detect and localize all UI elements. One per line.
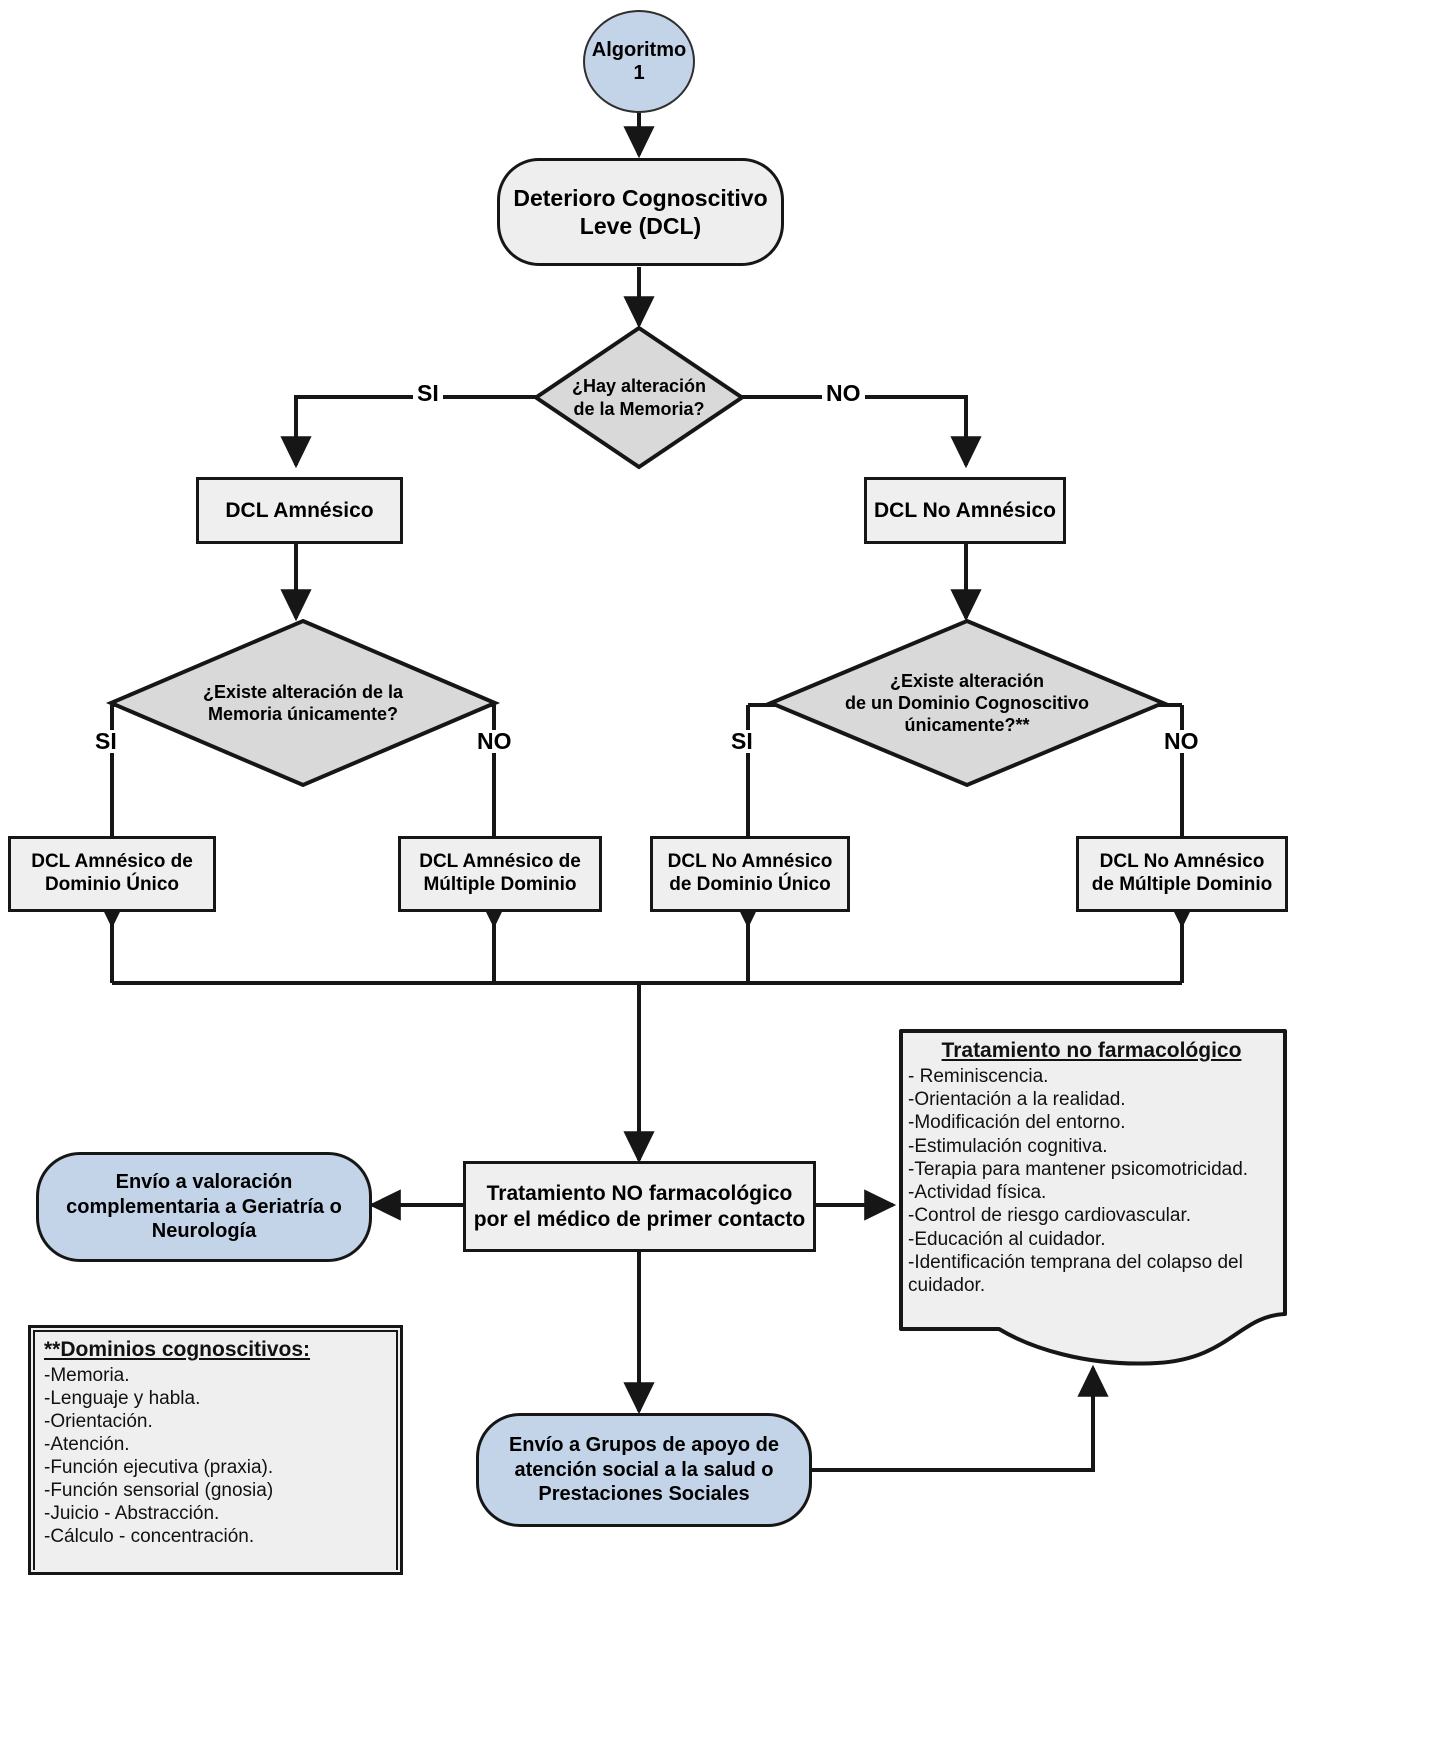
node-result-amnesico-multiple-dominio[interactable]: DCL Amnésico de Múltiple Dominio <box>398 836 602 912</box>
node-start-line2: 1 <box>633 61 645 84</box>
note-item: -Cálculo - concentración. <box>44 1526 255 1548</box>
note-item: -Orientación. <box>44 1410 153 1432</box>
note-title: Tratamiento no farmacológico <box>941 1039 1242 1062</box>
decision-one-domain-line1: ¿Existe alteración <box>889 670 1045 691</box>
result-4-line2: de Múltiple Dominio <box>1091 874 1273 895</box>
decision-memory-only-line1: ¿Existe alteración de la <box>202 681 404 702</box>
result-3-line1: DCL No Amnésico <box>667 851 833 873</box>
diamond-shape <box>105 618 501 788</box>
envio-valoracion-line2: complementaria a Geriatría o <box>66 1195 342 1218</box>
decision-one-domain-line3: únicamente?** <box>904 715 1030 736</box>
note-item: -Identificación temprana del colapso del… <box>908 1251 1243 1297</box>
note-item: -Orientación a la realidad. <box>908 1088 1126 1110</box>
node-dcl[interactable]: Deterioro Cognoscitivo Leve (DCL) <box>497 158 784 266</box>
node-result-amnesico-dominio-unico[interactable]: DCL Amnésico de Dominio Único <box>8 836 216 912</box>
torn-paper-shape <box>899 1029 1287 1366</box>
note-list: -Memoria. -Lenguaje y habla. -Orientació… <box>44 1364 388 1549</box>
note-list: - Reminiscencia. -Orientación a la reali… <box>908 1065 1275 1298</box>
note-body: **Dominios cognoscitivos: -Memoria. -Len… <box>33 1330 398 1570</box>
result-3-line2: de Dominio Único <box>669 874 831 895</box>
note-item: -Terapia para mantener psicomotricidad. <box>908 1158 1249 1180</box>
note-item: -Modificación del entorno. <box>908 1112 1126 1134</box>
node-tratamiento-no-farmacologico[interactable]: Tratamiento NO farmacológico por el médi… <box>463 1161 816 1252</box>
note-item: -Educación al cuidador. <box>908 1228 1106 1250</box>
decision-one-domain-line2: de un Dominio Cognoscitivo <box>845 692 1089 713</box>
note-item: -Función ejecutiva (praxia). <box>44 1456 274 1478</box>
note-item: -Atención. <box>44 1433 130 1455</box>
node-dcl-line2: Leve (DCL) <box>579 213 702 239</box>
envio-valoracion-line3: Neurología <box>151 1220 257 1243</box>
note-item: -Actividad física. <box>908 1182 1047 1204</box>
node-start[interactable]: Algoritmo 1 <box>583 10 695 113</box>
note-item: -Juicio - Abstracción. <box>44 1502 220 1524</box>
result-2-line2: Múltiple Dominio <box>423 874 577 895</box>
result-1-line1: DCL Amnésico de <box>31 851 193 873</box>
note-item: - Reminiscencia. <box>908 1065 1049 1087</box>
envio-valoracion-line1: Envío a valoración <box>115 1171 293 1194</box>
envio-grupos-line3: Prestaciones Sociales <box>538 1483 750 1506</box>
edge-label-d1-no: NO <box>822 382 865 405</box>
decision-memory-only-line2: Memoria únicamente? <box>207 704 399 724</box>
note-item: -Lenguaje y habla. <box>44 1387 201 1409</box>
note-item: -Estimulación cognitiva. <box>908 1135 1108 1157</box>
note-dominios-cognoscitivos: **Dominios cognoscitivos: -Memoria. -Len… <box>28 1325 403 1575</box>
edge-label-d3-no: NO <box>1160 730 1203 753</box>
node-envio-valoracion[interactable]: Envío a valoración complementaria a Geri… <box>36 1152 372 1262</box>
decision-memory-only[interactable]: ¿Existe alteración de la Memoria únicame… <box>105 618 501 788</box>
note-item: -Función sensorial (gnosia) <box>44 1479 274 1501</box>
result-2-line1: DCL Amnésico de <box>419 851 581 873</box>
edge-label-d1-yes: SI <box>413 382 443 405</box>
node-start-line1: Algoritmo <box>591 39 687 62</box>
node-envio-grupos-apoyo[interactable]: Envío a Grupos de apoyo de atención soci… <box>476 1413 812 1527</box>
diamond-shape <box>532 325 746 470</box>
decision-one-domain-only[interactable]: ¿Existe alteración de un Dominio Cognosc… <box>765 618 1169 788</box>
node-dcl-no-amnesico-label: DCL No Amnésico <box>873 498 1057 522</box>
edge-label-d2-no: NO <box>473 730 516 753</box>
edge-label-d3-yes: SI <box>727 730 757 753</box>
node-result-no-amnesico-dominio-unico[interactable]: DCL No Amnésico de Dominio Único <box>650 836 850 912</box>
envio-grupos-line2: atención social a la salud o <box>514 1458 774 1481</box>
note-tratamiento-no-farmacologico: Tratamiento no farmacológico - Reminisce… <box>899 1029 1287 1368</box>
note-title: **Dominios cognoscitivos: <box>44 1338 311 1361</box>
diamond-shape <box>765 618 1169 788</box>
decision-memory-line2: de la Memoria? <box>573 398 705 419</box>
node-result-no-amnesico-multiple-dominio[interactable]: DCL No Amnésico de Múltiple Dominio <box>1076 836 1288 912</box>
node-dcl-no-amnesico[interactable]: DCL No Amnésico <box>864 477 1066 544</box>
decision-memory-alteration[interactable]: ¿Hay alteración de la Memoria? <box>532 325 746 470</box>
tratamiento-line2: por el médico de primer contacto <box>473 1207 806 1231</box>
tratamiento-line1: Tratamiento NO farmacológico <box>486 1182 793 1206</box>
envio-grupos-line1: Envío a Grupos de apoyo de <box>508 1434 780 1457</box>
node-dcl-amnesico[interactable]: DCL Amnésico <box>196 477 403 544</box>
result-1-line2: Dominio Único <box>44 874 180 895</box>
node-dcl-amnesico-label: DCL Amnésico <box>225 498 374 522</box>
result-4-line1: DCL No Amnésico <box>1099 851 1265 873</box>
note-item: -Memoria. <box>44 1364 130 1386</box>
note-item: -Control de riesgo cardiovascular. <box>908 1205 1192 1227</box>
note-body: Tratamiento no farmacológico - Reminisce… <box>899 1029 1287 1297</box>
node-dcl-line1: Deterioro Cognoscitivo <box>513 184 768 211</box>
edge-label-d2-yes: SI <box>91 730 121 753</box>
decision-memory-line1: ¿Hay alteración <box>571 376 707 397</box>
